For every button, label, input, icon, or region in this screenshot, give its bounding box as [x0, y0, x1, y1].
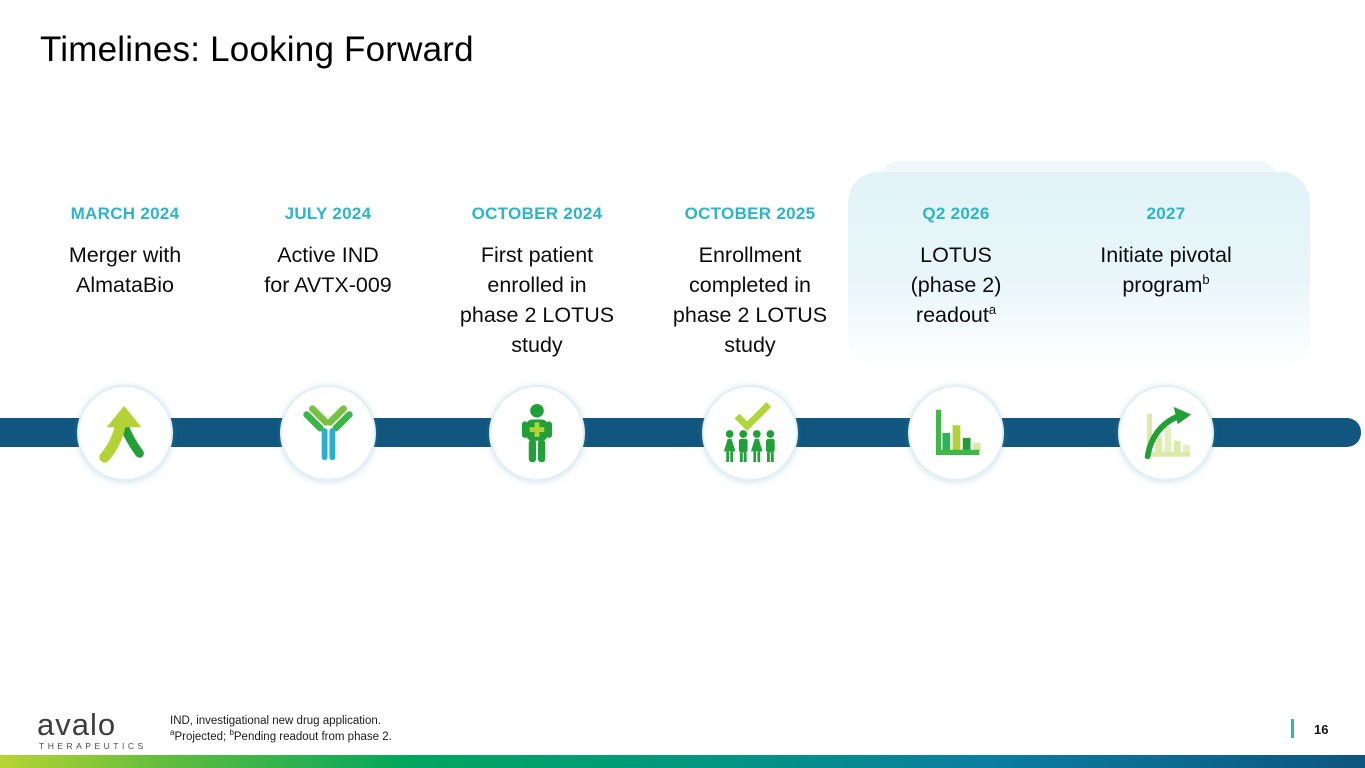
milestone-date: MARCH 2024	[70, 204, 180, 223]
timeline-node-enrollment	[702, 385, 798, 481]
growth-chart-arrow-icon	[1135, 402, 1197, 464]
timeline-node-merger	[77, 385, 173, 481]
patient-icon	[506, 402, 568, 464]
milestone-text: Initiate pivotal program	[1100, 243, 1232, 297]
timeline-node-ind	[280, 385, 376, 481]
avalo-logo-tagline: THERAPEUTICS	[39, 741, 147, 751]
milestone-first-patient: OCTOBER 2024 First patient enrolled in p…	[434, 204, 640, 360]
timeline-node-pivotal	[1118, 385, 1214, 481]
milestone-date: OCTOBER 2025	[684, 204, 816, 223]
milestone-readout: Q2 2026 LOTUS (phase 2) readouta	[853, 204, 1059, 330]
milestone-text: Enrollment completed in phase 2 LOTUS st…	[672, 243, 828, 357]
milestone-merger: MARCH 2024 Merger with AlmataBio	[22, 204, 228, 300]
milestone-pivotal: 2027 Initiate pivotal programb	[1063, 204, 1269, 300]
footnote-line-2: aProjected; bPending readout from phase …	[170, 727, 392, 743]
milestone-sup: b	[1202, 271, 1210, 287]
milestone-text: Merger with AlmataBio	[68, 243, 182, 297]
footnote-line-1: IND, investigational new drug applicatio…	[170, 715, 381, 727]
milestone-date: OCTOBER 2024	[471, 204, 603, 223]
milestone-date: 2027	[1146, 204, 1186, 223]
milestone-date: JULY 2024	[284, 204, 372, 223]
enrolled-group-check-icon	[719, 402, 781, 464]
future-highlight-panel	[848, 172, 1310, 370]
avalo-logo: avalo	[37, 707, 117, 742]
page-number-divider	[1291, 719, 1294, 738]
bar-chart-icon	[925, 402, 987, 464]
page-title: Timelines: Looking Forward	[40, 30, 474, 69]
timeline-node-readout	[908, 385, 1004, 481]
footnotes: IND, investigational new drug applicatio…	[170, 714, 392, 745]
page-number: 16	[1314, 722, 1329, 737]
antibody-icon	[297, 402, 359, 464]
merge-arrows-icon	[94, 402, 156, 464]
milestone-sup: a	[988, 301, 997, 317]
footer-gradient-bar	[0, 755, 1365, 768]
milestone-text: Active IND for AVTX-009	[264, 243, 392, 297]
milestone-enrollment-complete: OCTOBER 2025 Enrollment completed in pha…	[647, 204, 853, 360]
milestone-date: Q2 2026	[922, 204, 990, 223]
milestone-text: First patient enrolled in phase 2 LOTUS …	[459, 243, 615, 357]
timeline-node-first-patient	[489, 385, 585, 481]
milestone-text: LOTUS (phase 2) readout	[910, 243, 1002, 327]
milestone-ind: JULY 2024 Active IND for AVTX-009	[225, 204, 431, 300]
